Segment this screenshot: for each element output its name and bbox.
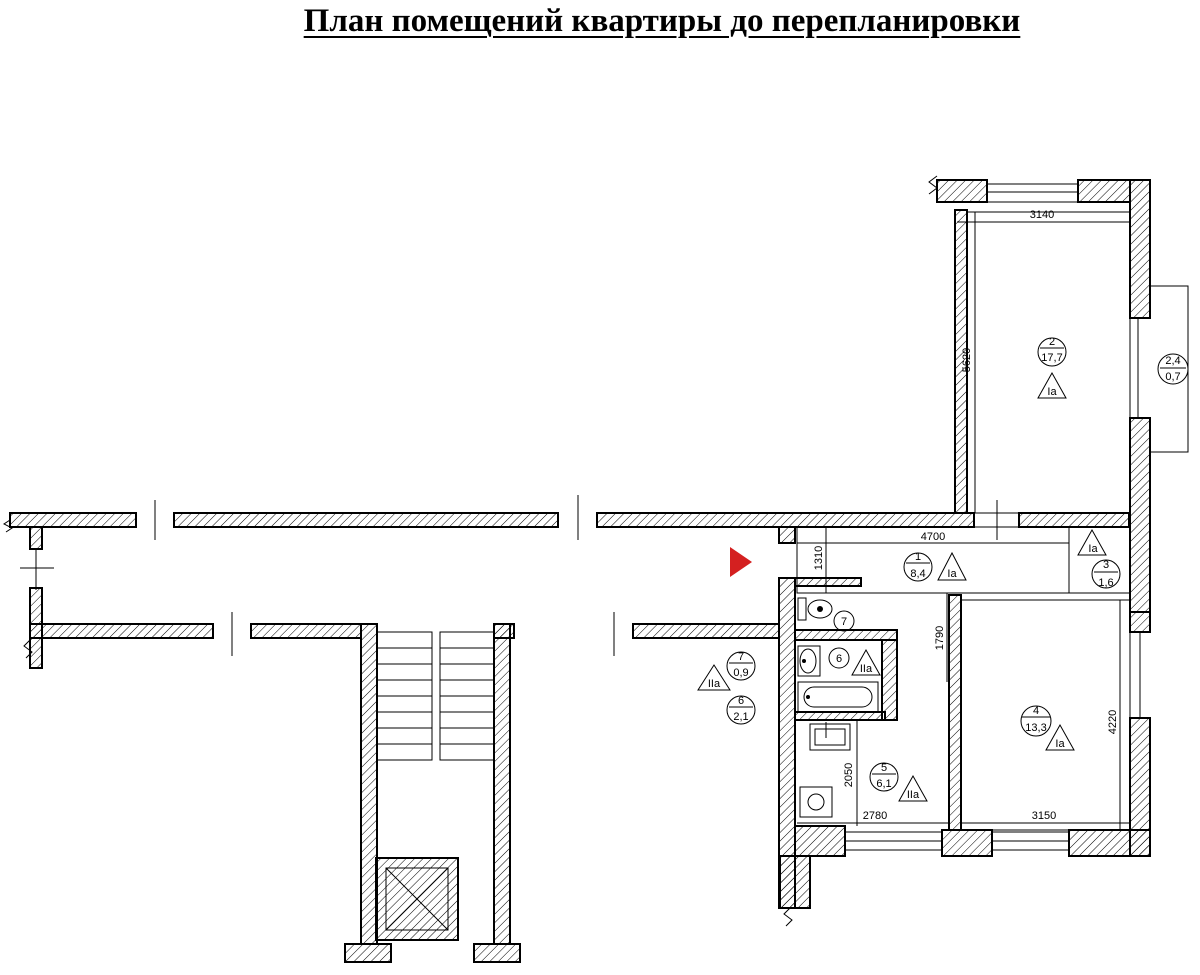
svg-text:8,4: 8,4 [910, 568, 925, 580]
dim-room2-width: 3140 [1030, 209, 1054, 221]
page-title: План помещений квартиры до перепланировк… [303, 3, 1021, 39]
corridor-lower-wall [29, 623, 780, 639]
room-label-1: 1 8,4 Ia [903, 551, 967, 582]
svg-text:Ia: Ia [1088, 543, 1098, 555]
room-1-walls [778, 526, 1131, 594]
toilet-icon [797, 597, 833, 621]
room-label-4: 4 13,3 Ia [1020, 705, 1075, 751]
room-2-walls [928, 175, 1151, 613]
elevator-shaft [375, 857, 459, 941]
dim-room4-length: 4220 [1107, 710, 1119, 734]
stair-steps [377, 647, 494, 745]
svg-text:IIa: IIa [708, 678, 721, 690]
sink-icon [797, 645, 821, 677]
staircase [344, 623, 521, 963]
svg-text:7: 7 [841, 616, 847, 628]
svg-text:6: 6 [738, 695, 744, 707]
svg-text:4: 4 [1033, 705, 1039, 717]
svg-text:1,6: 1,6 [1098, 577, 1113, 589]
left-end-walls [3, 519, 43, 669]
wc-marker: 7 [833, 610, 855, 632]
svg-text:Ia: Ia [1047, 386, 1057, 398]
axis-ticks [20, 495, 998, 656]
svg-text:5: 5 [881, 762, 887, 774]
svg-text:0,7: 0,7 [1165, 371, 1180, 383]
dim-room4-width: 3150 [1032, 810, 1056, 822]
dim-room4-depth: 1790 [934, 626, 946, 650]
kitchen-sink-icon [809, 722, 851, 751]
entrance-arrow-icon [730, 547, 752, 577]
svg-text:Ia: Ia [1055, 738, 1065, 750]
svg-text:Ia: Ia [947, 568, 957, 580]
svg-text:2,1: 2,1 [733, 711, 748, 723]
dim-room2-length: 5620 [961, 348, 973, 372]
svg-text:17,7: 17,7 [1041, 352, 1062, 364]
svg-text:7: 7 [738, 651, 744, 663]
corridor-upper-wall [9, 512, 1130, 528]
room-4-walls [941, 594, 1151, 857]
svg-text:IIa: IIa [907, 789, 920, 801]
room-label-5: 5 6,1 IIa [869, 762, 928, 802]
stove-icon [799, 786, 833, 818]
svg-text:13,3: 13,3 [1025, 722, 1046, 734]
svg-text:2: 2 [1049, 336, 1055, 348]
dim-room5-width: 2780 [863, 810, 887, 822]
svg-text:6,1: 6,1 [876, 778, 891, 790]
svg-text:6: 6 [836, 653, 842, 665]
dim-room5-length: 2050 [843, 763, 855, 787]
bathtub-icon [797, 681, 879, 713]
svg-text:0,9: 0,9 [733, 667, 748, 679]
room-label-7: 7 0,9 IIa [697, 651, 756, 691]
wet-rooms-walls [778, 577, 943, 927]
bath-marker: 6 IIa [828, 647, 881, 676]
dim-corridor-width: 4700 [921, 531, 945, 543]
room-label-3: Ia 3 1,6 [1077, 528, 1121, 589]
room-label-6: 6 2,1 [726, 695, 756, 725]
svg-text:2,4: 2,4 [1165, 355, 1180, 367]
svg-text:3: 3 [1103, 559, 1109, 571]
room-label-2: 2 17,7 Ia [1037, 336, 1067, 399]
svg-text:IIa: IIa [860, 663, 873, 675]
dimension-lines: 3140 5620 4700 1310 1790 4220 3150 2780 … [797, 209, 1130, 830]
svg-text:1: 1 [915, 551, 921, 563]
balcony-label: 2,4 0,7 [1157, 353, 1189, 385]
dim-corridor-depth: 1310 [813, 546, 825, 570]
